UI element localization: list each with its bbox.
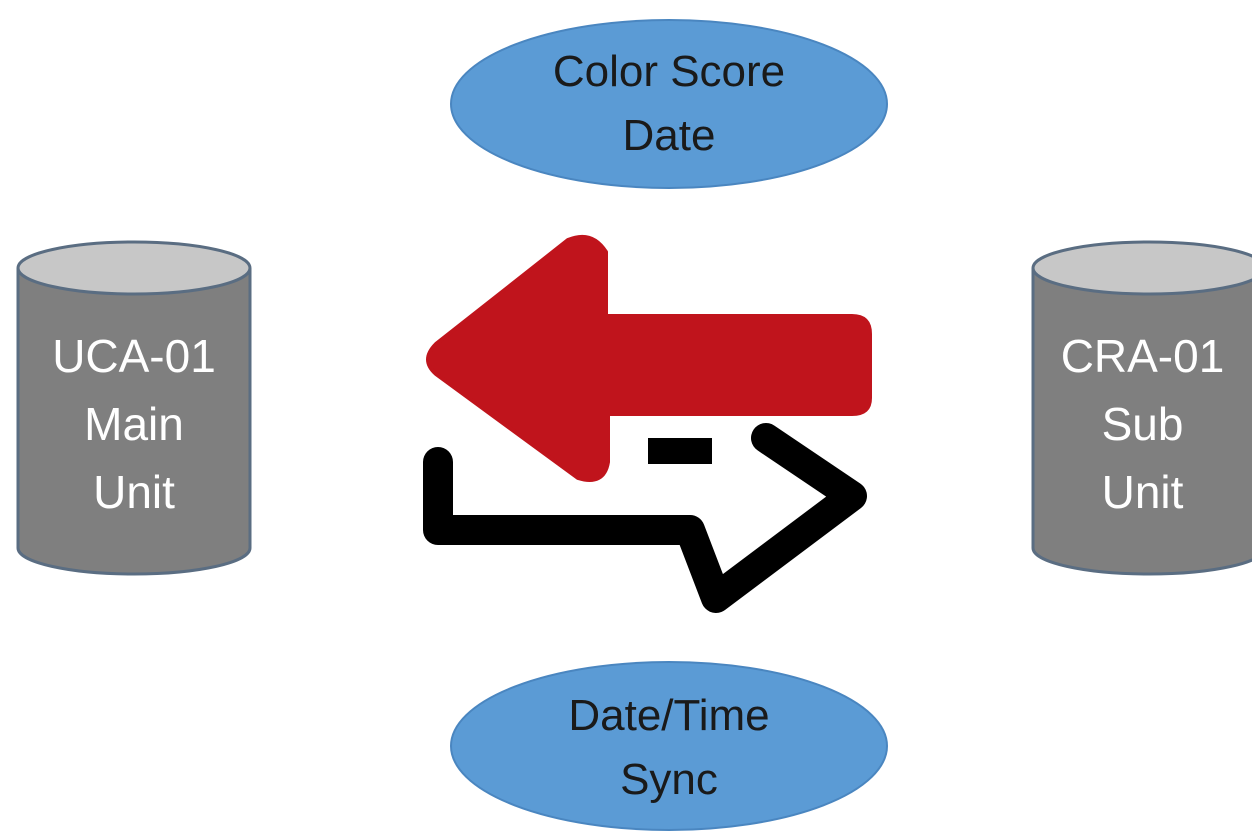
left-database-line-2: Main — [84, 398, 184, 450]
left-database-label: UCA-01 Main Unit — [18, 322, 250, 526]
bottom-ellipse-label: Date/Time Sync — [469, 684, 869, 812]
right-database-line-3: Unit — [1101, 466, 1184, 518]
left-database-line-3: Unit — [93, 466, 175, 518]
bottom-ellipse-line-1: Date/Time — [568, 691, 770, 740]
bottom-ellipse — [450, 661, 888, 831]
bottom-ellipse-line-2: Sync — [620, 755, 718, 804]
left-database-line-1: UCA-01 — [52, 330, 216, 382]
arrow-right-outline-icon — [423, 423, 867, 613]
top-ellipse-label: Color Score Date — [469, 40, 869, 168]
top-ellipse — [450, 19, 888, 189]
right-database-cylinder — [1031, 240, 1252, 576]
left-database-cylinder — [16, 240, 252, 576]
top-ellipse-line-2: Date — [622, 111, 716, 160]
right-database-label: CRA-01 Sub Unit — [1033, 322, 1252, 526]
arrow-left-icon — [426, 235, 872, 482]
right-database-line-1: CRA-01 — [1060, 330, 1225, 382]
right-database-line-2: Sub — [1101, 398, 1184, 450]
top-ellipse-line-1: Color Score — [552, 47, 786, 96]
